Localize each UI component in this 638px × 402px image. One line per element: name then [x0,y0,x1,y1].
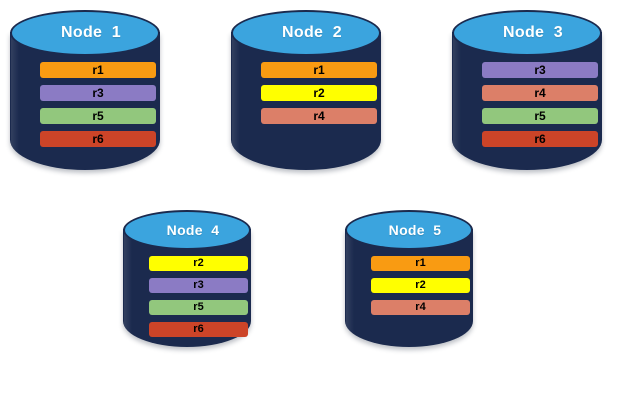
replica-bar[interactable]: r5 [149,300,248,315]
replica-bar[interactable]: r4 [371,300,470,315]
replica-list: r3 r4 r5 r6 [482,62,598,154]
replica-bar[interactable]: r6 [482,131,598,147]
node-title: Node 1 [61,24,121,41]
database-node-5[interactable]: Node 5 r1 r2 r4 [345,210,473,360]
replica-bar[interactable]: r2 [261,85,377,101]
replica-bar[interactable]: r4 [482,85,598,101]
replica-list: r1 r2 r4 [371,256,470,322]
replica-bar[interactable]: r6 [40,131,156,147]
replica-bar[interactable]: r6 [149,322,248,337]
node-cylinder-top: Node 1 [10,10,160,56]
node-title: Node 4 [166,222,220,238]
node-title: Node 5 [388,222,442,238]
replica-bar[interactable]: r4 [261,108,377,124]
replica-list: r1 r2 r4 [261,62,377,131]
replica-bar[interactable]: r2 [371,278,470,293]
replica-bar[interactable]: r5 [40,108,156,124]
replica-bar[interactable]: r3 [40,85,156,101]
database-node-2[interactable]: Node 2 r1 r2 r4 [231,10,381,185]
replica-bar[interactable]: r3 [149,278,248,293]
replica-list: r1 r3 r5 r6 [40,62,156,154]
node-title: Node 2 [282,24,342,41]
replica-bar[interactable]: r3 [482,62,598,78]
database-node-4[interactable]: Node 4 r2 r3 r5 r6 [123,210,251,360]
replica-bar[interactable]: r2 [149,256,248,271]
replica-bar[interactable]: r1 [371,256,470,271]
node-cylinder-top: Node 3 [452,10,602,56]
replica-bar[interactable]: r1 [40,62,156,78]
replica-list: r2 r3 r5 r6 [149,256,248,344]
node-title: Node 3 [503,24,563,41]
node-cylinder-top: Node 4 [123,210,251,250]
node-cylinder-top: Node 2 [231,10,381,56]
node-cylinder-top: Node 5 [345,210,473,250]
replica-bar[interactable]: r5 [482,108,598,124]
replica-bar[interactable]: r1 [261,62,377,78]
database-node-1[interactable]: Node 1 r1 r3 r5 r6 [10,10,160,185]
database-node-3[interactable]: Node 3 r3 r4 r5 r6 [452,10,602,185]
